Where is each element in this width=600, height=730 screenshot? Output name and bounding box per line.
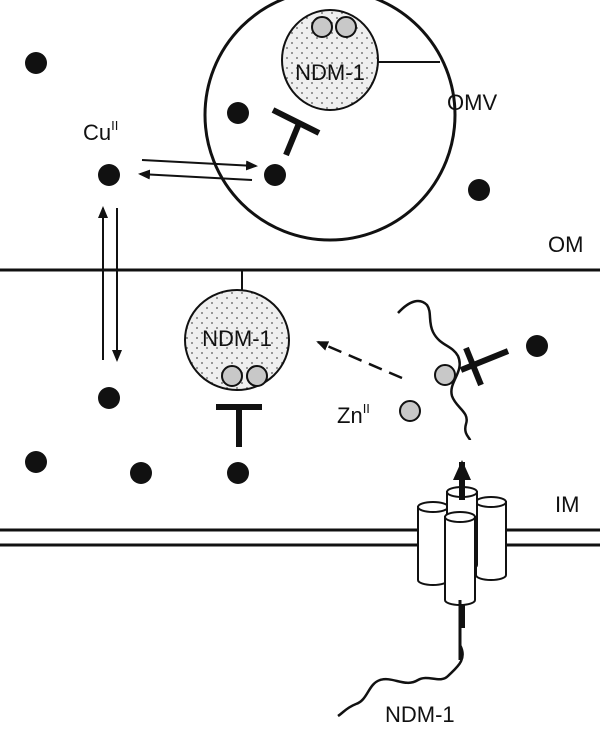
omv-vesicle <box>203 0 457 242</box>
copper-ion <box>25 451 47 473</box>
copper-ion <box>227 102 249 124</box>
zinc-label: ZnII <box>337 401 370 428</box>
zinc-ion-free <box>399 400 421 422</box>
translocon-channel <box>417 486 507 606</box>
zinc-ion-free <box>434 364 456 386</box>
im-label: IM <box>555 492 579 517</box>
ndm1-label-omv: NDM-1 <box>295 60 365 85</box>
unfolded-ndm1-chain-periplasm <box>397 299 472 441</box>
ndm1-enzyme-omv: NDM-1 <box>281 9 379 111</box>
inhibition-symbol-omv <box>271 107 321 157</box>
ndm1-label-periplasm: NDM-1 <box>202 326 272 351</box>
copper-ion <box>526 335 548 357</box>
om-label: OM <box>548 232 583 257</box>
copper-ion <box>227 462 249 484</box>
copper-ion <box>264 164 286 186</box>
copper-ion <box>25 52 47 74</box>
ndm1-enzyme-periplasm: NDM-1 <box>184 271 290 391</box>
copper-label: CuII <box>83 118 118 145</box>
copper-ion <box>468 179 490 201</box>
inner-membrane <box>0 528 600 547</box>
zinc-ion-periplasm-1 <box>221 365 243 387</box>
zinc-ion-omv-2 <box>335 16 357 38</box>
omv-label: OMV <box>447 90 497 115</box>
unfolded-ndm1-chain-cytoplasm <box>337 644 464 718</box>
copper-ion <box>98 387 120 409</box>
copper-ion <box>98 164 120 186</box>
zinc-ion-omv-1 <box>311 16 333 38</box>
zinc-ion-periplasm-2 <box>246 365 268 387</box>
equilibrium-arrows-horizontal <box>138 159 258 181</box>
inhibition-symbol-chain <box>459 346 510 387</box>
equilibrium-arrows-vertical <box>98 206 122 362</box>
folding-dashed-arrow <box>316 340 403 380</box>
ndm1-label-cytoplasm: NDM-1 <box>385 702 455 727</box>
inhibition-symbol-periplasm <box>216 404 262 447</box>
copper-ion <box>130 462 152 484</box>
